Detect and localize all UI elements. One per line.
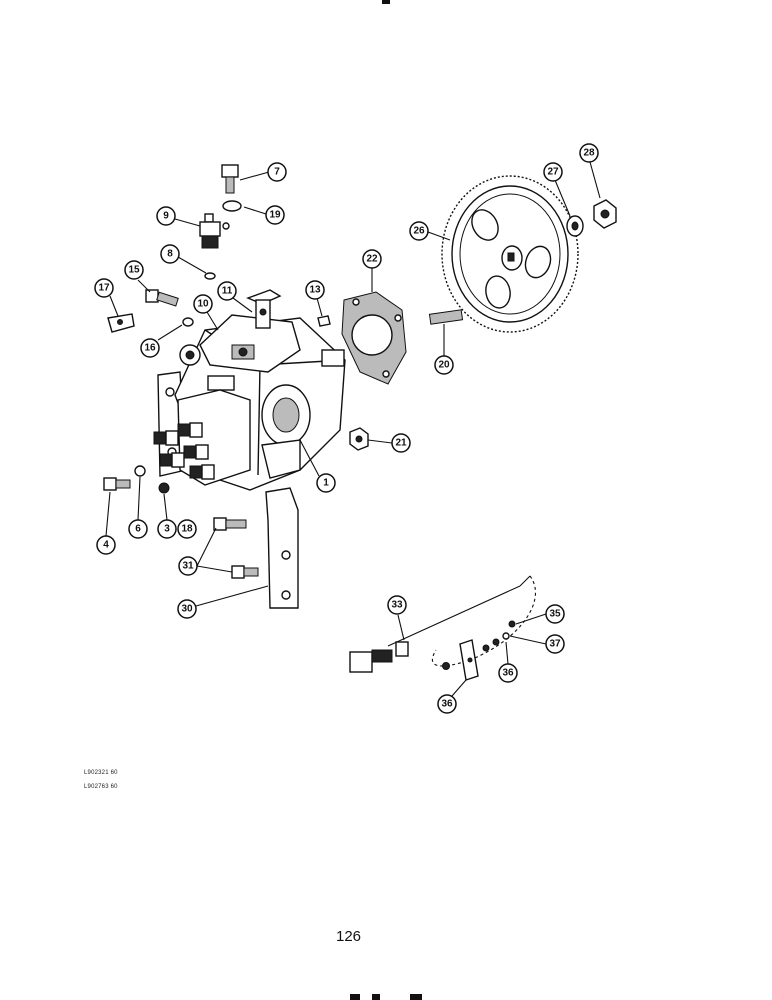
image-code-1: L902321 60	[84, 770, 118, 776]
callout-19: 19	[265, 205, 285, 225]
svg-text:33: 33	[391, 600, 403, 611]
svg-text:35: 35	[549, 609, 561, 620]
support-bracket	[265, 487, 299, 609]
svg-text:18: 18	[181, 524, 193, 535]
callout-11: 11	[217, 281, 237, 301]
svg-text:31: 31	[182, 561, 194, 572]
callout-16: 16	[140, 338, 160, 358]
callout-30: 30	[177, 599, 197, 619]
lock-washer	[134, 465, 146, 477]
svg-text:10: 10	[197, 299, 209, 310]
svg-text:1: 1	[323, 478, 329, 489]
svg-text:13: 13	[309, 285, 321, 296]
svg-text:16: 16	[144, 343, 156, 354]
image-code-2: L902763 60	[84, 784, 118, 790]
bracket-screw-upper	[213, 517, 247, 531]
svg-text:8: 8	[167, 249, 173, 260]
callout-37: 37	[545, 634, 565, 654]
governor-lever	[246, 289, 282, 329]
callout-28: 28	[579, 143, 599, 163]
svg-text:26: 26	[413, 226, 425, 237]
cable-fitting	[349, 651, 373, 673]
o-ring	[204, 272, 216, 280]
svg-text:27: 27	[547, 167, 559, 178]
callout-17: 17	[94, 278, 114, 298]
svg-text:3: 3	[164, 524, 170, 535]
delivery-valves	[153, 422, 215, 480]
washer	[182, 317, 194, 327]
callout-15: 15	[124, 260, 144, 280]
callout-33: 33	[387, 595, 407, 615]
callout-4: 4	[96, 535, 116, 555]
svg-text:17: 17	[98, 283, 110, 294]
flange-nut	[349, 427, 369, 451]
callout-27: 27	[543, 162, 563, 182]
callout-26: 26	[409, 221, 429, 241]
hex-nut	[158, 482, 170, 494]
stud	[428, 309, 464, 325]
throttle-cable-assembly	[349, 575, 536, 681]
callout-36-upper: 36	[498, 663, 518, 683]
svg-text:30: 30	[181, 604, 193, 615]
leader-lines	[105, 161, 601, 697]
callout-20: 20	[434, 355, 454, 375]
mounting-gasket	[341, 291, 407, 385]
page-number: 126	[336, 928, 362, 945]
callout-36-lower: 36	[437, 694, 457, 714]
svg-text:21: 21	[395, 438, 407, 449]
callout-1: 1	[316, 473, 336, 493]
header-fragment	[382, 0, 390, 4]
svg-text:9: 9	[163, 211, 169, 222]
svg-text:11: 11	[222, 286, 233, 297]
callout-22: 22	[362, 249, 382, 269]
gear-nut	[593, 199, 617, 229]
callout-10: 10	[193, 294, 213, 314]
footer-fragment	[350, 994, 430, 1000]
callout-13: 13	[305, 280, 325, 300]
injection-pump-body	[153, 314, 346, 491]
callout-8: 8	[160, 244, 180, 264]
banjo-bolt	[221, 164, 239, 194]
callout-31: 31	[178, 556, 198, 576]
callout-21: 21	[391, 433, 411, 453]
svg-text:36: 36	[441, 699, 453, 710]
svg-text:15: 15	[128, 265, 140, 276]
callout-9: 9	[156, 206, 176, 226]
svg-text:7: 7	[274, 167, 280, 178]
svg-text:4: 4	[103, 540, 109, 551]
shut-off-solenoid	[199, 213, 230, 249]
svg-text:36: 36	[502, 668, 514, 679]
svg-text:37: 37	[549, 639, 561, 650]
bracket-screw-lower	[231, 565, 259, 579]
svg-text:28: 28	[583, 148, 595, 159]
callout-3: 3	[157, 519, 177, 539]
drive-gear	[441, 175, 579, 333]
callout-18: 18	[177, 519, 197, 539]
svg-text:22: 22	[366, 254, 378, 265]
callout-6: 6	[128, 519, 148, 539]
svg-text:19: 19	[269, 210, 281, 221]
woodruff-key	[317, 315, 331, 327]
callout-7: 7	[267, 162, 287, 182]
svg-text:20: 20	[438, 360, 450, 371]
cable-clip	[459, 639, 479, 681]
callout-35: 35	[545, 604, 565, 624]
adjusting-screw	[145, 289, 179, 307]
cap-screw	[103, 477, 131, 491]
svg-text:6: 6	[135, 524, 141, 535]
sealing-washer	[222, 200, 242, 212]
